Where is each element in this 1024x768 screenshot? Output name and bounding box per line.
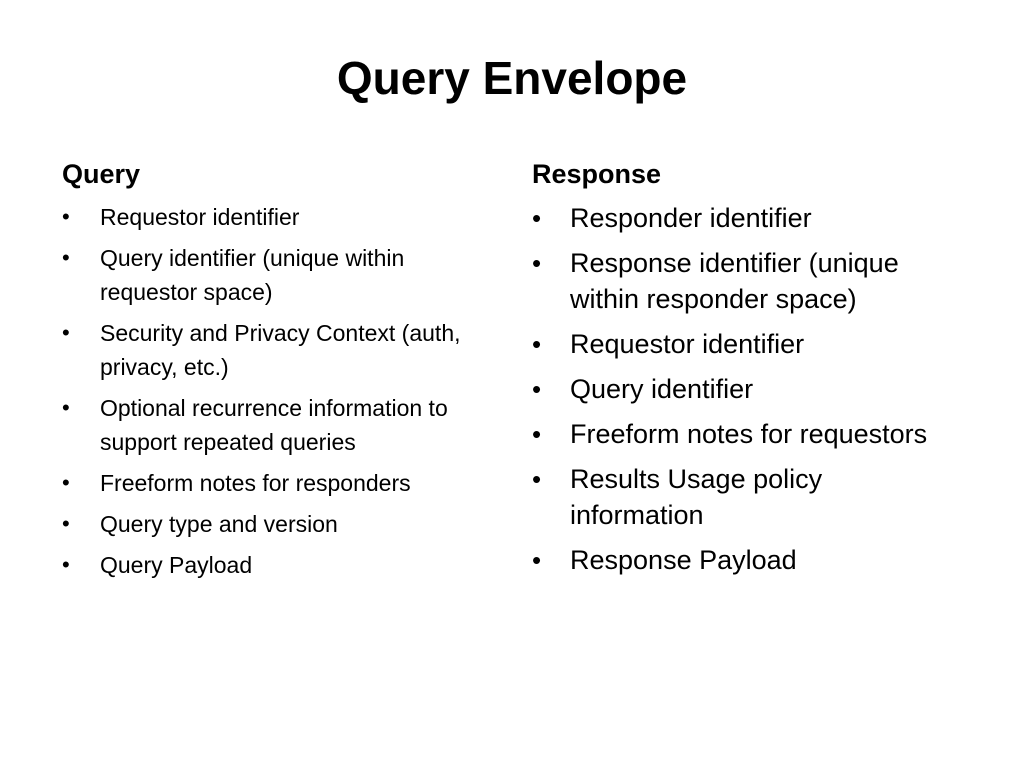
bullet-dot-icon: • xyxy=(62,204,70,229)
bullet-dot-icon: • xyxy=(62,320,70,345)
bullet-dot-icon: • xyxy=(532,464,542,494)
query-column: Query • Requestor identifier • Query ident… xyxy=(62,156,502,589)
list-item-text: Results Usage policy information xyxy=(570,464,823,530)
response-list: • Responder identifier • Response identifi… xyxy=(532,200,962,578)
list-item: • Security and Privacy Context (auth, pri… xyxy=(62,316,502,384)
list-item: • Query Payload xyxy=(62,548,502,582)
list-item-text: Security and Privacy Context (auth, priv… xyxy=(100,320,461,380)
bullet-dot-icon: • xyxy=(532,545,542,575)
slide-title: Query Envelope xyxy=(336,52,688,104)
bullet-dot-icon: • xyxy=(62,552,70,577)
list-item: • Response identifier (unique within resp… xyxy=(532,245,962,317)
response-heading: Response xyxy=(532,159,662,189)
list-item: • Responder identifier xyxy=(532,200,962,236)
bullet-dot-icon: • xyxy=(532,374,542,404)
list-item-text: Requestor identifier xyxy=(100,204,300,230)
list-item: • Results Usage policy information xyxy=(532,461,962,533)
list-item: • Freeform notes for responders xyxy=(62,466,502,500)
list-item-text: Query Payload xyxy=(100,552,253,578)
bullet-dot-icon: • xyxy=(532,248,542,278)
list-item: • Requestor identifier xyxy=(62,200,502,234)
list-item-text: Optional recurrence information to suppo… xyxy=(100,395,448,455)
list-item-text: Responder identifier xyxy=(570,203,812,233)
bullet-dot-icon: • xyxy=(62,245,70,270)
list-item: • Freeform notes for requestors xyxy=(532,416,962,452)
list-item: • Response Payload xyxy=(532,542,962,578)
bullet-dot-icon: • xyxy=(62,395,70,420)
list-item-text: Query identifier (unique within requesto… xyxy=(100,245,405,305)
list-item: • Optional recurrence information to supp… xyxy=(62,391,502,459)
bullet-dot-icon: • xyxy=(62,470,70,495)
list-item-text: Query identifier xyxy=(570,374,754,404)
list-item-text: Response Payload xyxy=(570,545,797,575)
list-item: • Query identifier xyxy=(532,371,962,407)
list-item: • Requestor identifier xyxy=(532,326,962,362)
list-item: • Query identifier (unique within request… xyxy=(62,241,502,309)
list-item: • Query type and version xyxy=(62,507,502,541)
list-item-text: Response identifier (unique within respo… xyxy=(570,248,899,314)
bullet-dot-icon: • xyxy=(532,329,542,359)
query-heading: Query xyxy=(62,159,141,189)
list-item-text: Requestor identifier xyxy=(570,329,805,359)
list-item-text: Query type and version xyxy=(100,511,338,537)
list-item-text: Freeform notes for requestors xyxy=(570,419,928,449)
list-item-text: Freeform notes for responders xyxy=(100,470,411,496)
response-column: Response • Responder identifier • Response… xyxy=(532,156,962,587)
bullet-dot-icon: • xyxy=(532,203,542,233)
bullet-dot-icon: • xyxy=(532,419,542,449)
query-list: • Requestor identifier • Query identifier … xyxy=(62,200,502,582)
bullet-dot-icon: • xyxy=(62,511,70,536)
